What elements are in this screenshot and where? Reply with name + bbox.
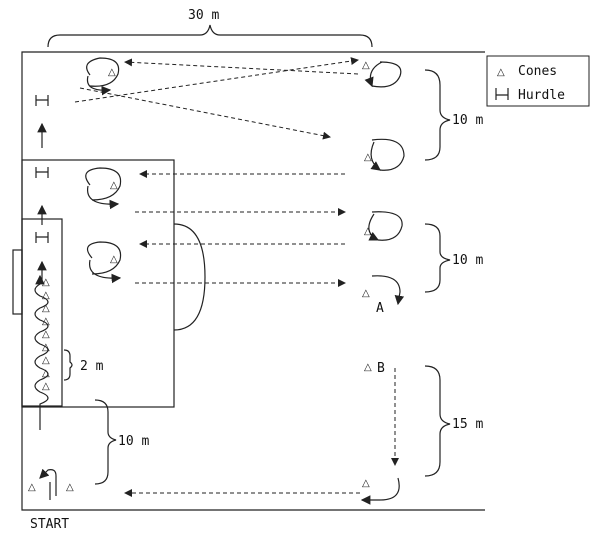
turn-loop: △ [364,211,403,241]
hurdle-icon [35,95,49,106]
top-dimension-label: 30 m [188,8,219,23]
turn-loop: △ [86,57,120,96]
start-turn: △ △ [28,468,74,500]
turn-loop: △ [86,241,122,284]
legend-cone-icon: △ [497,67,505,78]
cone-icon: △ [108,67,116,78]
cone-icon: △ [42,329,50,340]
left-lower-label: 10 m [118,434,149,449]
hurdle-icon [35,232,49,243]
cone-icon: △ [42,381,50,392]
start-label: START [30,517,69,532]
cone-icon: △ [66,482,74,493]
top-dimension-brace [47,24,373,48]
cone-a-turn: △ A [362,275,405,316]
cone-icon: △ [362,478,370,489]
cone-icon: △ [110,254,118,265]
cone-icon: △ [42,290,50,301]
bottom-right-turn: △ [360,477,400,505]
right-lower-label: 15 m [452,417,483,432]
slalom-cones: △ △ △ △ △ △ △ △ △ [42,277,50,392]
cone-icon: △ [42,277,50,288]
legend: △ Cones Hurdle [486,55,590,107]
legend-cones-label: Cones [518,64,557,79]
slalom-spacing-brace [63,349,73,381]
right-upper-label: 10 m [452,113,483,128]
cone-a-label: A [376,301,384,316]
cone-icon: △ [28,482,36,493]
left-lower-brace [94,399,117,485]
hurdle-icon [35,167,49,178]
sprint-line [79,87,331,140]
field-boundary [21,51,485,511]
cone-b: △ B [364,361,385,376]
cone-icon: △ [42,303,50,314]
cone-icon: △ [364,152,372,163]
cone-b-label: B [377,361,385,376]
cone-icon: △ [42,368,50,379]
turn-loop: △ [85,167,122,210]
cone-icon: △ [110,180,118,191]
legend-hurdle-label: Hurdle [518,88,565,103]
right-middle-brace [424,223,451,293]
cone-icon: △ [364,226,372,237]
side-marker [12,249,23,315]
slalom-spacing-label: 2 m [80,359,104,374]
turn-loop: △ [364,138,405,171]
right-upper-brace [424,69,451,161]
cone-icon: △ [42,316,50,327]
turn-loop: △ [362,60,402,88]
slalom-path [34,274,49,430]
cone-icon: △ [362,288,370,299]
right-lower-brace [424,365,451,477]
sprint-line [74,57,359,103]
cone-icon: △ [362,60,370,71]
right-middle-label: 10 m [452,253,483,268]
sprint-line [124,58,359,75]
legend-hurdle-icon [495,88,509,100]
cone-icon: △ [364,362,372,373]
cone-icon: △ [42,355,50,366]
inner-zone-bump [173,223,206,331]
